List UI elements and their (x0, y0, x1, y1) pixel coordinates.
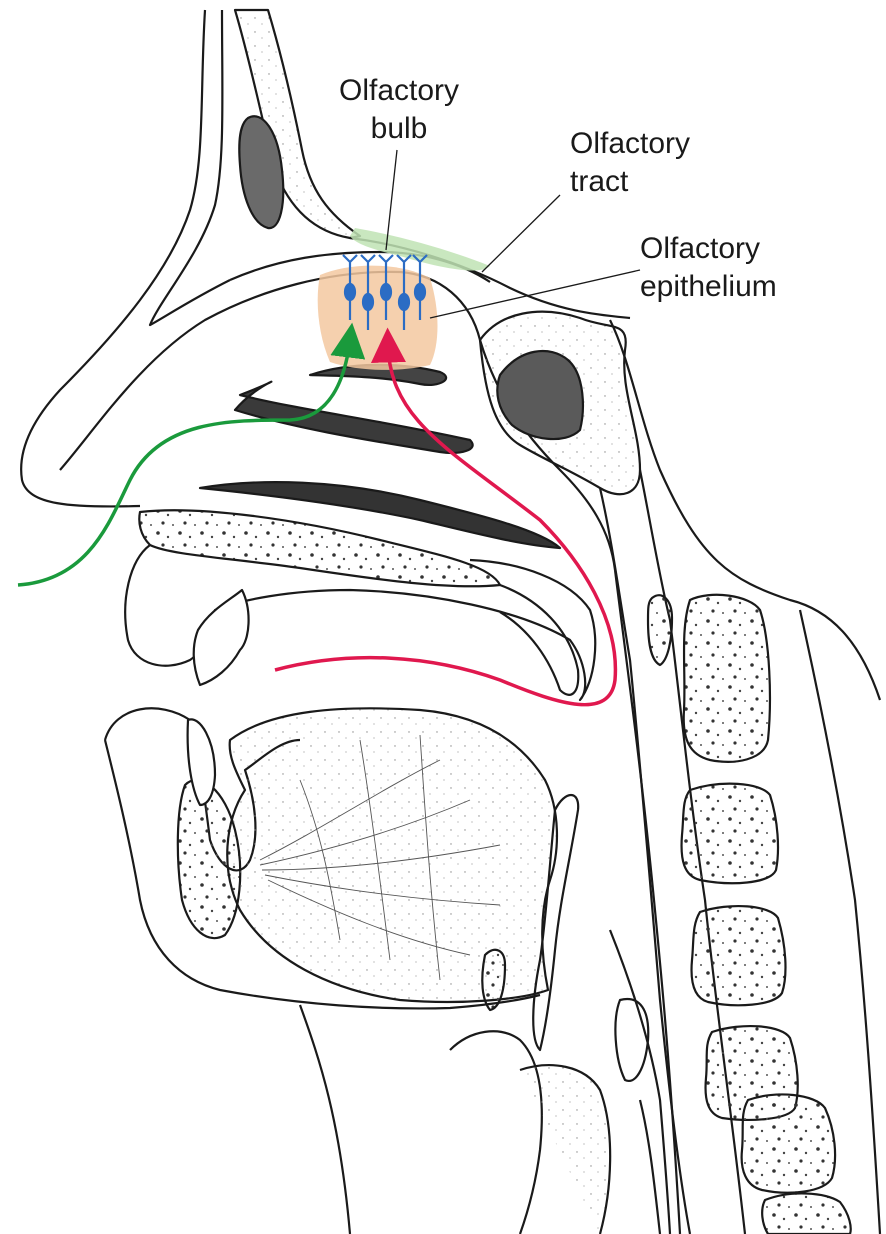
bulb-leader-line (386, 150, 397, 250)
tract-leader-line (482, 195, 560, 272)
vertebra-c6 (742, 1094, 835, 1192)
vertebra-c7 (762, 1193, 851, 1234)
label-olfactory-epithelium: Olfactory epithelium (640, 230, 777, 306)
soft-palate (500, 585, 578, 695)
label-line: bulb (320, 110, 478, 148)
cricoid (615, 999, 648, 1081)
label-olfactory-tract: Olfactory tract (570, 125, 690, 201)
atlas (648, 595, 672, 665)
label-line: tract (570, 163, 690, 201)
label-line: epithelium (640, 268, 777, 306)
neck-front (300, 1005, 350, 1234)
larynx-front (450, 1031, 542, 1234)
vertebra-c3 (682, 784, 778, 884)
label-line: Olfactory (640, 230, 777, 268)
vertebra-c2 (684, 595, 770, 762)
label-olfactory-bulb: Olfactory bulb (320, 72, 478, 148)
nose-outline (21, 10, 205, 507)
vertebra-c4 (692, 906, 786, 1005)
thyroid-cartilage (520, 1065, 610, 1234)
esophagus-line (640, 1100, 660, 1234)
upper-incisor (194, 590, 249, 685)
tongue (227, 708, 557, 1002)
label-line: Olfactory (320, 72, 478, 110)
nasal-bone-inner (150, 10, 230, 325)
anatomy-outlines (21, 10, 880, 1234)
label-line: Olfactory (570, 125, 690, 163)
hyoid (482, 950, 505, 1010)
